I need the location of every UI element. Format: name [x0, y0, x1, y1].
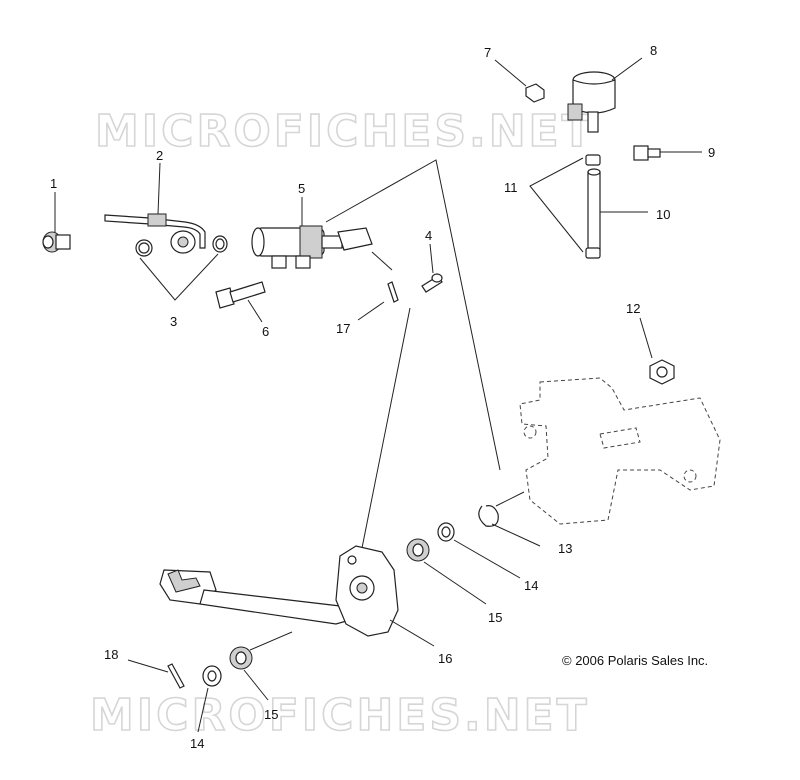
part-hose — [587, 168, 601, 251]
callout-15-upper: 15 — [488, 610, 502, 625]
part-cotter-pin — [387, 281, 399, 303]
part-brake-pedal — [159, 545, 399, 637]
callout-6: 6 — [262, 324, 269, 339]
callout-12: 12 — [626, 301, 640, 316]
callout-18: 18 — [104, 647, 118, 662]
frame-bracket — [519, 377, 721, 525]
part-nut-12 — [649, 359, 675, 385]
part-snap-ring — [478, 505, 499, 527]
watermark-top: MICROFICHES.NET — [95, 106, 595, 157]
callout-7: 7 — [484, 45, 491, 60]
copyright-notice: © 2006 Polaris Sales Inc. — [562, 653, 708, 668]
part-banjo-bolt — [42, 231, 71, 253]
part-bushing-15-lower — [229, 646, 253, 670]
part-bushing-15-upper — [406, 538, 430, 562]
part-washers — [135, 235, 228, 257]
callout-14-upper: 14 — [524, 578, 538, 593]
part-washer-14-upper — [437, 522, 455, 542]
callout-17: 17 — [336, 321, 350, 336]
part-cotter-pin-lower — [167, 663, 185, 689]
callout-15-lower: 15 — [264, 707, 278, 722]
part-hose-clamps — [585, 154, 601, 259]
callout-16: 16 — [438, 651, 452, 666]
watermark-bottom: MICROFICHES.NET — [90, 690, 590, 741]
part-clevis-pin — [421, 273, 443, 293]
part-nut-7 — [525, 83, 545, 103]
callout-14-lower: 14 — [190, 736, 204, 751]
callout-2: 2 — [156, 148, 163, 163]
callout-3: 3 — [170, 314, 177, 329]
callout-5: 5 — [298, 181, 305, 196]
callout-4: 4 — [425, 228, 432, 243]
part-reservoir — [567, 71, 616, 133]
callout-10: 10 — [656, 207, 670, 222]
part-master-cylinder — [251, 225, 373, 269]
callout-11: 11 — [504, 180, 518, 195]
callout-13: 13 — [558, 541, 572, 556]
part-brake-line — [104, 213, 206, 254]
part-bolt — [215, 281, 266, 309]
part-washer-14-lower — [202, 665, 222, 687]
callout-1: 1 — [50, 176, 57, 191]
callout-9: 9 — [708, 145, 715, 160]
callout-8: 8 — [650, 43, 657, 58]
part-fitting — [633, 145, 661, 161]
